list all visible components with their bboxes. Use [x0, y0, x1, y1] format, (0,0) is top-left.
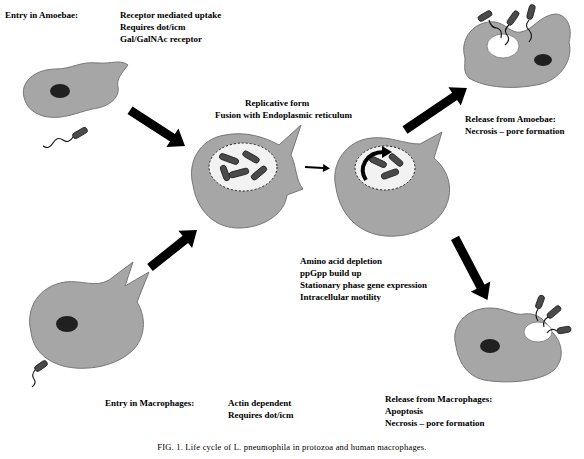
cell-label: Entry in Macrophages:	[105, 398, 194, 408]
cell-outline	[43, 137, 73, 147]
cell-organelle	[209, 143, 277, 191]
cell-outline	[527, 20, 532, 42]
host-cell: Replicative formFusion with Endoplasmic …	[185, 125, 305, 230]
cell-outline	[505, 25, 509, 45]
cell-organelle	[487, 34, 519, 58]
cell-label: Necrosis – pore formation	[385, 418, 484, 428]
cell-outline	[23, 62, 128, 117]
flow-arrow	[128, 107, 186, 148]
cell-label: Gal/GalNAc receptor	[120, 34, 202, 44]
label-holder: Entry in Macrophages:	[105, 392, 194, 410]
amoeba-cell: Release from Amoebae:Necrosis – pore for…	[455, 8, 575, 88]
cell-outline	[32, 370, 35, 387]
bacterium-rod	[219, 164, 230, 181]
cell-label: Stationary phase gene expression	[300, 280, 427, 290]
bacterium-rod	[535, 294, 545, 309]
cell-organelle	[355, 146, 415, 190]
cell-outline	[547, 329, 557, 333]
bacterium-rod	[229, 168, 250, 179]
figure-caption: FIG. 1. Life cycle of L. pneumophila in …	[157, 442, 426, 452]
label-holder: Replicative form	[245, 92, 309, 110]
cell-outline	[455, 308, 562, 382]
bacterium-rod	[219, 153, 240, 165]
cell-illustration	[330, 130, 455, 240]
cell-label: Requires dot/icm	[120, 22, 186, 32]
flow-arrow	[451, 236, 490, 300]
bacterium-rod	[506, 10, 520, 27]
cell-label: Actin dependent	[228, 398, 291, 408]
cell-label: Apoptosis	[385, 406, 423, 416]
cell-label: Amino acid depletion	[300, 256, 382, 266]
motility-arrowhead	[382, 146, 392, 158]
cell-illustration	[25, 262, 150, 372]
cell-organelle	[50, 84, 70, 98]
macrophage-cell: Entry in Macrophages:Actin dependentRequ…	[25, 262, 150, 372]
label-holder: Release from Amoebae:	[465, 108, 556, 126]
cell-organelle	[56, 316, 78, 332]
bacterium-rod	[34, 360, 49, 373]
cell-illustration	[20, 55, 130, 120]
bacterium-rod	[388, 153, 404, 168]
bacterium-rod	[526, 4, 536, 20]
label-holder: Actin dependent	[228, 392, 291, 410]
cell-label: Fusion with Endoplasmic reticulum	[215, 110, 352, 120]
cell-label: Release from Macrophages:	[385, 394, 492, 404]
flow-arrow	[147, 230, 197, 271]
cell-label: Replicative form	[245, 98, 309, 108]
cell-organelle	[534, 54, 552, 66]
flow-arrow	[305, 164, 330, 172]
cell-label: Entry in Amoebae:	[5, 10, 78, 20]
label-holder: Entry in Amoebae:	[5, 4, 78, 22]
cell-label: Receptor mediated uptake	[120, 10, 221, 20]
flow-arrow	[403, 87, 468, 133]
cell-illustration	[185, 125, 305, 230]
cell-outline	[464, 14, 571, 87]
cell-outline	[544, 317, 549, 327]
caption-row: FIG. 1. Life cycle of L. pneumophila in …	[0, 436, 584, 454]
bacterium-rod	[242, 150, 261, 164]
cell-outline	[335, 132, 450, 236]
bacterium-rod	[250, 165, 268, 181]
cell-outline	[30, 262, 149, 368]
macrophage-cell: Release from Macrophages:ApoptosisNecros…	[450, 300, 575, 380]
host-cell: Amino acid depletionppGpp build upStatio…	[330, 130, 455, 240]
cell-outline	[191, 125, 303, 228]
amoeba-cell: Entry in Amoebae:Receptor mediated uptak…	[20, 55, 130, 120]
bacterium-rod	[72, 126, 89, 139]
bacterium-rod	[477, 10, 493, 23]
cell-label: Intracellular motility	[300, 292, 381, 302]
label-holder: Receptor mediated uptake	[120, 4, 221, 22]
label-holder: Release from Macrophages:	[385, 388, 492, 406]
cell-label: Requires dot/icm	[228, 410, 294, 420]
cell-outline	[536, 309, 538, 321]
cell-label: Release from Amoebae:	[465, 114, 556, 124]
cell-illustration	[450, 300, 575, 380]
bacterium-rod	[381, 168, 400, 180]
cell-outline	[489, 20, 502, 38]
cell-outline	[363, 152, 384, 180]
cell-label: Necrosis – pore formation	[465, 126, 564, 136]
bacterium-rod	[557, 326, 572, 334]
bacterium-rod	[546, 305, 562, 320]
label-holder: Amino acid depletion	[300, 250, 382, 268]
cell-organelle	[480, 339, 500, 353]
cell-label: ppGpp build up	[300, 268, 362, 278]
cell-illustration	[455, 8, 575, 88]
